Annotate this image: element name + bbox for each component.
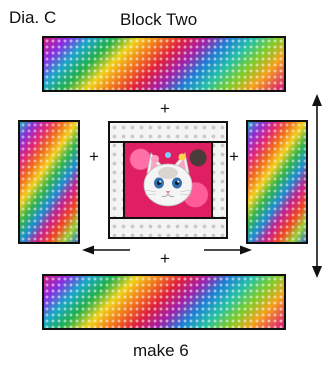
center-seam-top	[110, 141, 226, 143]
plus-sign-top: +	[160, 99, 170, 118]
plus-sign-left: +	[89, 147, 99, 166]
plus-sign-right: +	[229, 147, 239, 166]
center-seam-bottom	[110, 217, 226, 219]
center-seam-left	[123, 141, 125, 219]
bottom-border-strip	[42, 274, 286, 330]
right-arrow-icon	[204, 245, 252, 255]
plus-sign-bottom: +	[160, 249, 170, 268]
kitten-panel	[125, 143, 211, 217]
block-title: Block Two	[120, 10, 198, 29]
left-side-strip	[18, 120, 80, 244]
left-arrow-icon	[82, 245, 130, 255]
center-seam-right	[211, 141, 213, 219]
center-block	[108, 121, 228, 239]
kitten-face-icon	[143, 152, 193, 207]
up-down-arrow-icon	[312, 94, 322, 278]
make-count-caption: make 6	[133, 341, 189, 360]
diagram-label-text: Dia. C	[9, 8, 57, 27]
top-border-strip	[42, 36, 286, 92]
right-side-strip	[246, 120, 308, 244]
